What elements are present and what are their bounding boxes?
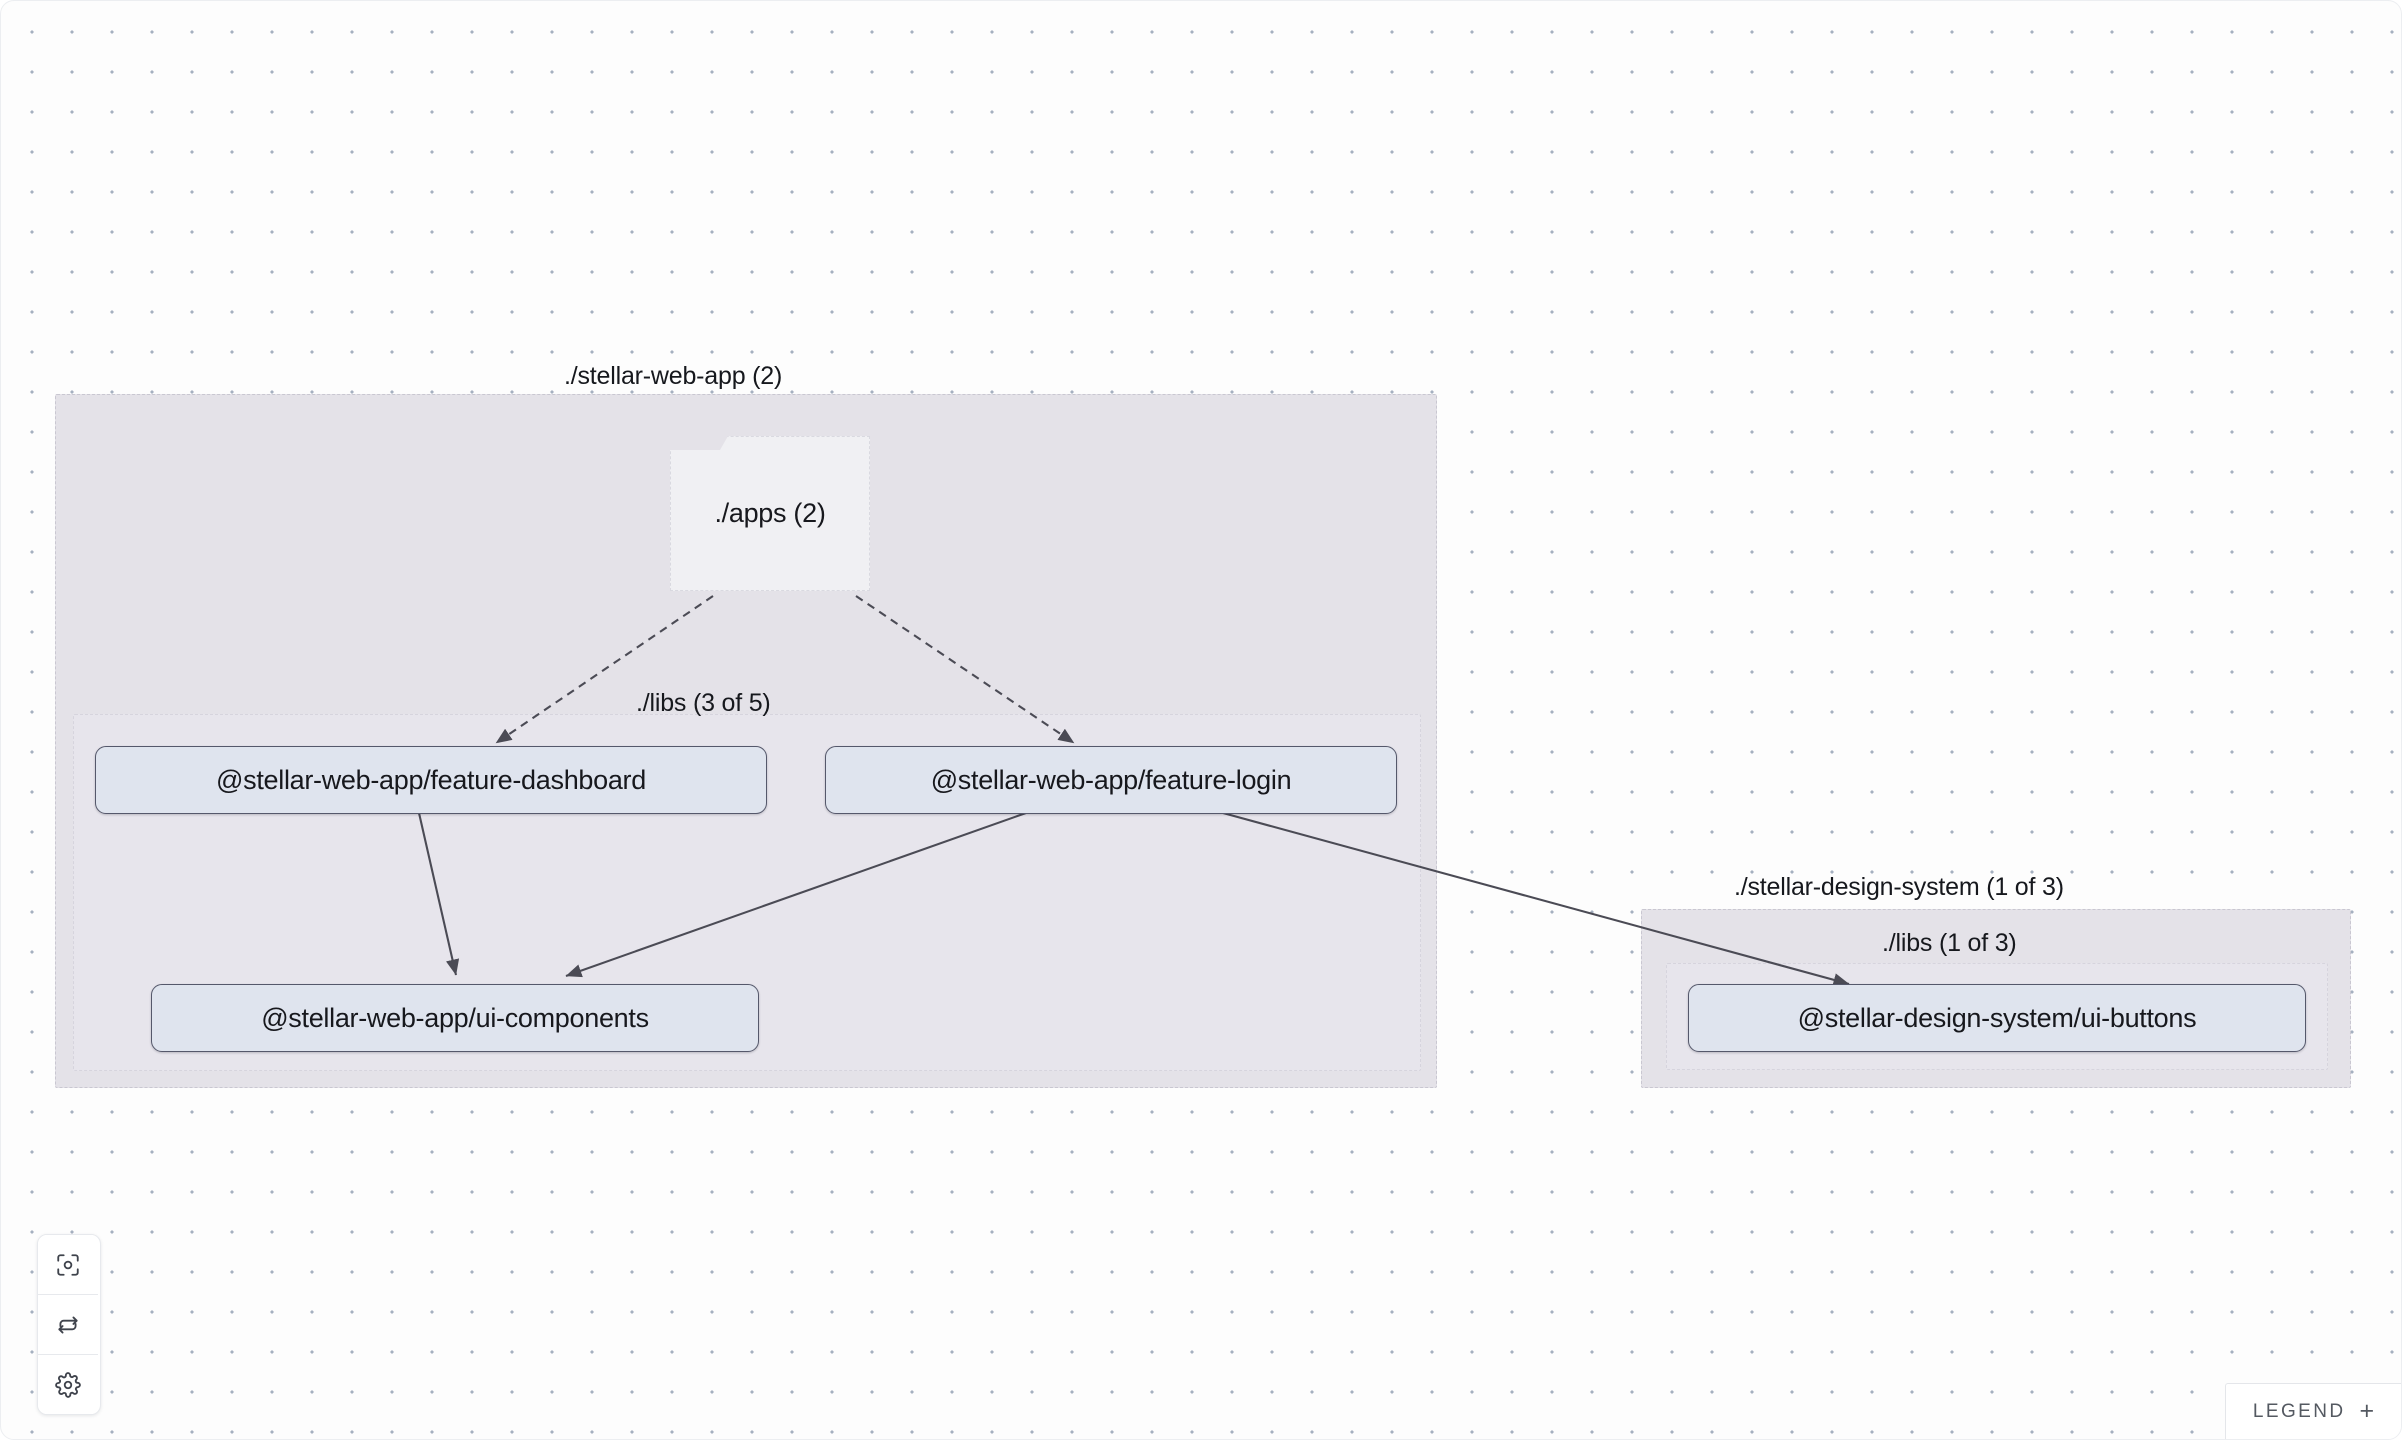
- refresh-graph-button[interactable]: [38, 1295, 98, 1355]
- legend-expand-icon[interactable]: +: [2359, 1397, 2375, 1425]
- project-node-ui-components-label: @stellar-web-app/ui-components: [261, 1002, 649, 1033]
- project-node-ui-components[interactable]: @stellar-web-app/ui-components: [151, 984, 759, 1052]
- graph-toolbar[interactable]: [37, 1234, 101, 1415]
- refresh-icon: [58, 1315, 78, 1334]
- group-stellar-design-system-label: ./stellar-design-system (1 of 3): [1734, 873, 2064, 901]
- settings-button[interactable]: [38, 1355, 98, 1414]
- project-node-feature-login-label: @stellar-web-app/feature-login: [930, 764, 1292, 795]
- folder-icon-shape: [670, 436, 870, 591]
- project-node-feature-login[interactable]: @stellar-web-app/feature-login: [825, 746, 1397, 814]
- project-node-feature-dashboard[interactable]: @stellar-web-app/feature-dashboard: [95, 746, 767, 814]
- project-node-ui-buttons[interactable]: @stellar-design-system/ui-buttons: [1688, 984, 2306, 1052]
- project-node-feature-dashboard-label: @stellar-web-app/feature-dashboard: [216, 764, 646, 795]
- group-stellar-web-app-libs-label: ./libs (3 of 5): [636, 689, 771, 717]
- group-stellar-design-system-libs-label: ./libs (1 of 3): [1882, 929, 2017, 957]
- focus-graph-button[interactable]: [38, 1235, 98, 1295]
- gear-icon: [55, 1371, 81, 1398]
- project-node-ui-buttons-label: @stellar-design-system/ui-buttons: [1797, 1002, 2197, 1033]
- group-stellar-web-app-label: ./stellar-web-app (2): [564, 362, 783, 390]
- focus-target-icon: [57, 1253, 79, 1276]
- folder-node-apps[interactable]: ./apps (2): [670, 436, 870, 591]
- legend-panel[interactable]: LEGEND +: [2225, 1383, 2401, 1439]
- legend-label: LEGEND: [2252, 1400, 2346, 1422]
- folder-node-apps-label: ./apps (2): [714, 498, 826, 528]
